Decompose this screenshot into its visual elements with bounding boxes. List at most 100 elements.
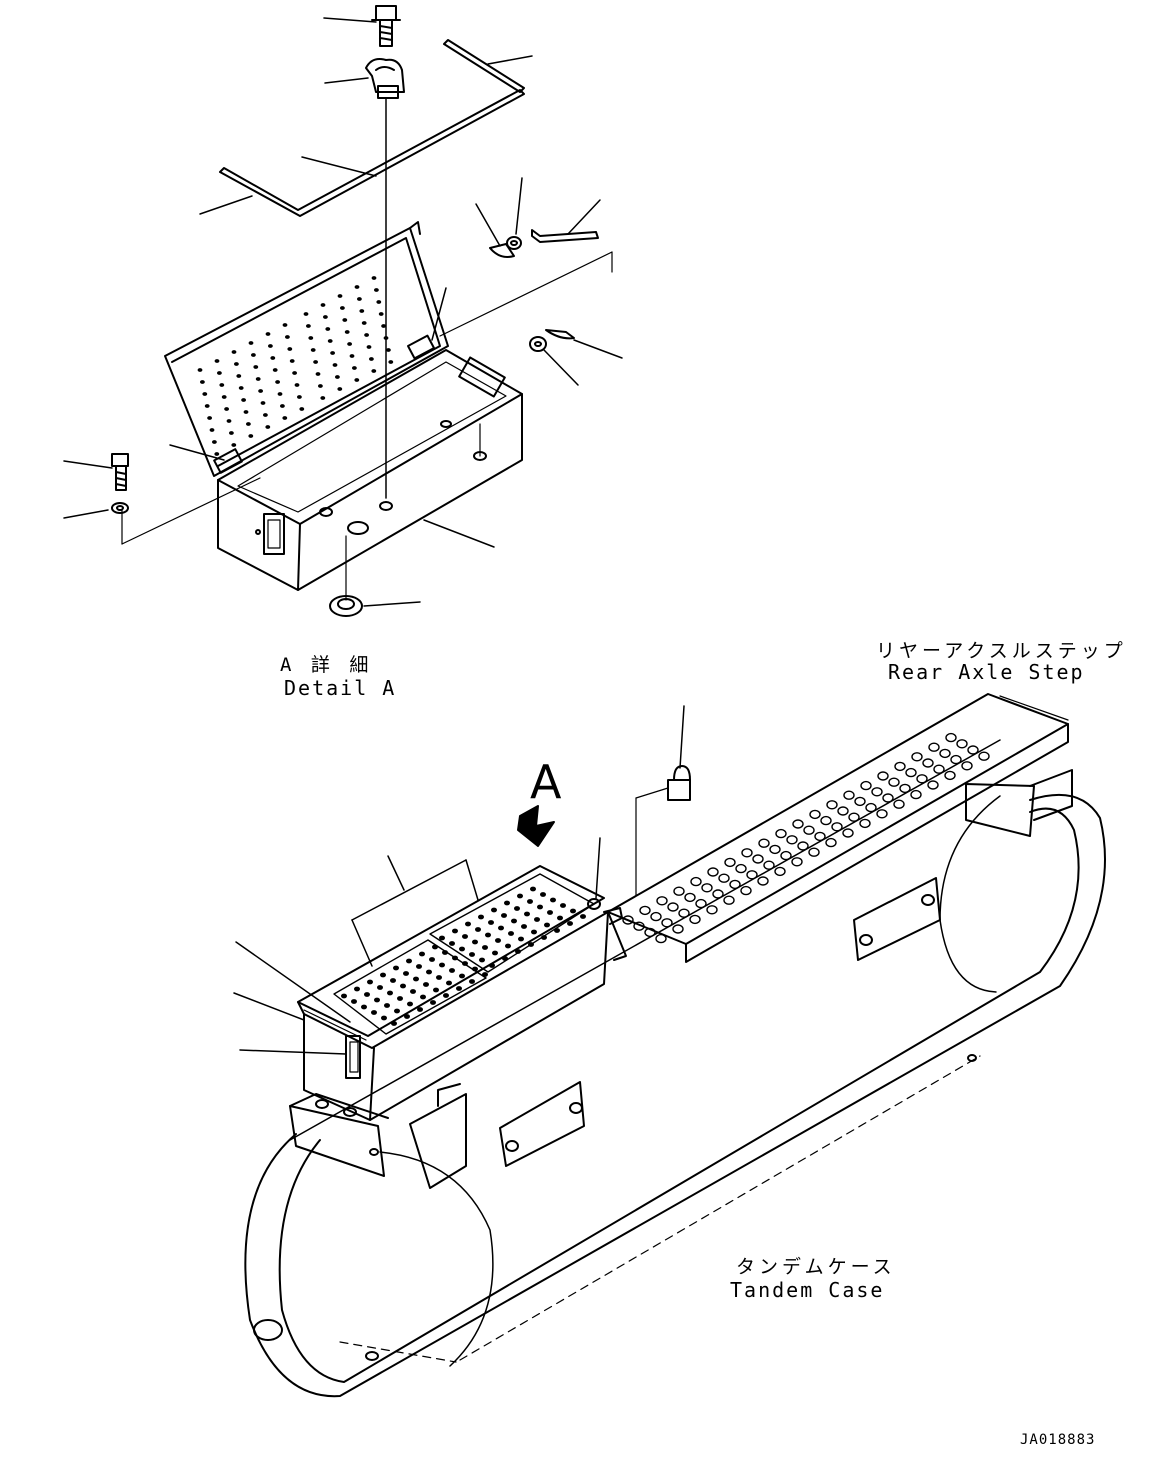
perforation-hole — [386, 348, 391, 352]
perforation-hole — [275, 380, 280, 384]
perforation-hole — [243, 410, 249, 414]
perforation-hole — [905, 767, 917, 778]
main-assembly-view — [233, 693, 1106, 1398]
perforation-hole — [320, 396, 326, 400]
perforation-hole — [332, 363, 338, 367]
perforation-hole — [741, 848, 753, 858]
perforation-hole — [212, 440, 217, 444]
perforation-hole — [803, 825, 815, 835]
perforation-hole — [292, 371, 297, 375]
view-arrow-a — [517, 805, 555, 847]
perforation-hole — [404, 1014, 410, 1019]
perforation-hole — [364, 333, 369, 337]
perforation-hole — [340, 306, 345, 310]
perforation-hole — [456, 986, 462, 991]
perforation-hole — [495, 938, 501, 943]
perforation-hole — [521, 924, 527, 929]
rear-axle-step — [607, 693, 1073, 963]
perforation-hole — [882, 793, 894, 803]
detail-a-label-jp: A 詳 細 — [280, 654, 373, 676]
perforation-hole — [690, 876, 702, 887]
perforation-hole — [238, 386, 244, 390]
perforation-hole — [282, 416, 288, 420]
perforation-hole — [406, 958, 412, 964]
perforation-hole — [341, 993, 347, 999]
perforation-hole — [927, 780, 939, 790]
perforation-hole — [371, 1010, 377, 1015]
perforation-hole — [485, 932, 491, 938]
perforation-hole — [541, 935, 547, 940]
perforation-hole — [361, 1004, 367, 1010]
seal-strip-upper — [443, 39, 525, 93]
perforation-hole — [478, 914, 484, 920]
toolbox-body — [217, 349, 523, 601]
perforation-hole — [241, 398, 247, 402]
perforation-hole — [308, 336, 314, 340]
perforation-hole — [922, 758, 934, 768]
perforation-hole — [888, 777, 900, 787]
perforation-hole — [315, 372, 321, 376]
perforation-hole — [446, 980, 452, 986]
perforation-hole — [342, 318, 348, 322]
tandem-case-label-en: Tandem Case — [730, 1278, 885, 1302]
perforation-hole — [354, 986, 360, 992]
perforation-hole — [413, 976, 419, 982]
perforation-hole — [351, 999, 357, 1004]
perforation-hole — [452, 928, 458, 934]
perforation-hole — [527, 899, 533, 904]
perforation-hole — [786, 835, 798, 845]
rear-axle-step-label-en: Rear Axle Step — [888, 660, 1085, 684]
perforation-hole — [661, 918, 673, 928]
perforation-hole — [724, 857, 736, 868]
perforation-hole — [854, 796, 866, 807]
perforation-hole — [752, 854, 764, 864]
perforation-hole — [432, 944, 438, 950]
perforation-hole — [826, 800, 838, 810]
perforation-hole — [285, 335, 290, 339]
detail-a-leaders — [63, 17, 623, 607]
perforation-hole — [436, 975, 442, 980]
perforation-hole — [207, 416, 213, 420]
perforation-hole — [214, 452, 220, 456]
flange-nut — [329, 595, 363, 617]
perforation-hole — [469, 952, 475, 957]
perforation-hole — [214, 359, 220, 363]
toolbox-lid-open — [164, 221, 449, 477]
perforation-hole — [383, 336, 389, 340]
perforation-hole — [560, 903, 566, 908]
perforation-hole — [518, 936, 524, 942]
perforation-hole — [459, 973, 465, 979]
perforation-hole — [423, 982, 429, 987]
perforation-hole — [911, 752, 923, 762]
toolbox-perforation-holes — [341, 886, 586, 1026]
perforation-hole — [378, 312, 384, 316]
mounting-bracket — [289, 1083, 467, 1189]
perforation-hole — [547, 910, 553, 915]
perforation-hole — [320, 303, 326, 307]
perforation-hole — [381, 1015, 387, 1021]
view-marker-a: A — [530, 755, 562, 809]
perforation-hole — [226, 419, 232, 423]
perforation-hole — [508, 931, 514, 936]
perforation-hole — [859, 818, 871, 829]
perforation-hole — [400, 983, 406, 989]
perforation-hole — [209, 428, 215, 432]
perforation-hole — [961, 761, 973, 771]
perforation-hole — [622, 915, 634, 925]
perforation-hole — [475, 927, 481, 932]
perforation-hole — [417, 1007, 423, 1012]
perforation-hole — [330, 351, 335, 355]
perforation-hole — [265, 425, 271, 429]
perforation-hole — [712, 889, 724, 899]
perforation-hole — [554, 928, 560, 933]
perforation-hole — [465, 921, 471, 927]
perforation-hole — [729, 879, 741, 890]
alignment-lines — [121, 251, 613, 545]
perforation-hole — [430, 1000, 436, 1005]
perforation-hole — [775, 828, 787, 839]
perforation-hole — [200, 380, 205, 384]
perforation-hole — [367, 979, 373, 985]
perforation-hole — [498, 925, 504, 931]
perforation-hole — [916, 774, 928, 784]
perforation-hole — [388, 360, 394, 364]
